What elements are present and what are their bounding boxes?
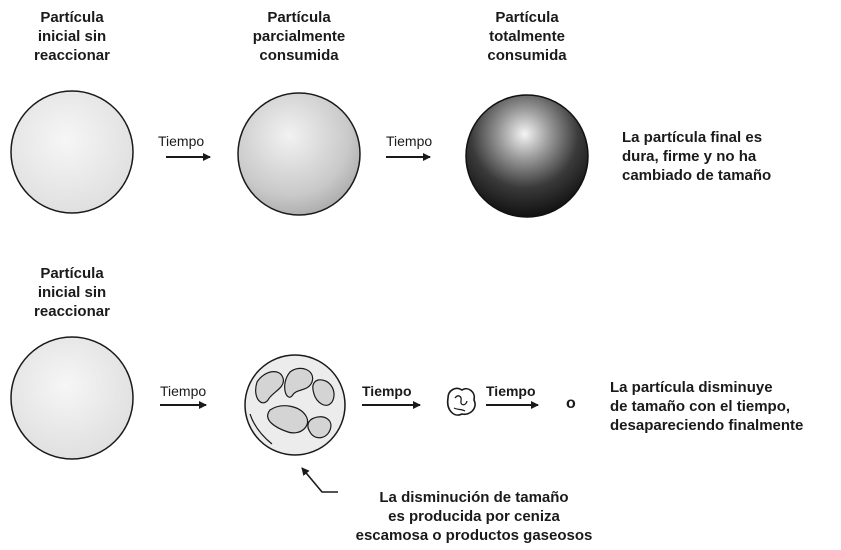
arrow-label-row1-1: Tiempo	[158, 133, 205, 149]
callout-leader	[301, 467, 338, 493]
label-initial-row2: Partícula inicial sin reaccionar	[34, 265, 110, 320]
label-total-row1: Partícula totalmente consumida	[487, 9, 567, 64]
arrow-label-row2-2: Tiempo	[362, 383, 412, 399]
small-particle	[446, 387, 476, 416]
note-row1: La partícula final es dura, firme y no h…	[622, 129, 772, 184]
sphere-total-row1	[465, 94, 589, 218]
sphere-initial-row2	[10, 336, 134, 460]
sphere-partial-row1	[237, 92, 361, 216]
final-particle: o	[566, 395, 576, 412]
shrinking-particle	[244, 354, 346, 456]
arrow-label-row2-3: Tiempo	[486, 383, 536, 399]
arrow-label-row2-1: Tiempo	[160, 383, 207, 399]
callout-text: La disminución de tamaño es producida po…	[355, 489, 593, 544]
label-partial-row1: Partícula parcialmente consumida	[252, 9, 346, 64]
sphere-initial-row1	[10, 90, 134, 214]
note-row2: La partícula disminuye de tamaño con el …	[610, 379, 804, 434]
arrow-label-row1-2: Tiempo	[386, 133, 433, 149]
label-initial-row1: Partícula inicial sin reaccionar	[34, 9, 110, 64]
